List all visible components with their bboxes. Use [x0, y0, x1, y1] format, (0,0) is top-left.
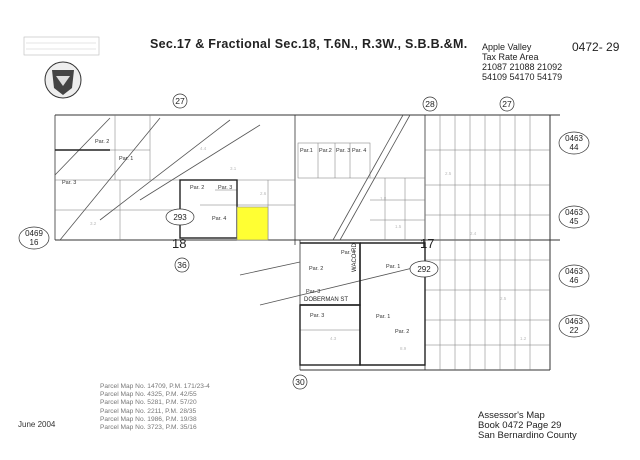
- oval-labels: [18, 131, 590, 338]
- circle-labels: [172, 93, 515, 390]
- svg-text:4.3: 4.3: [330, 336, 337, 341]
- svg-text:1.8: 1.8: [380, 196, 387, 201]
- parcel-label: Par. 4: [212, 216, 226, 222]
- circle-label-27b: 27: [502, 99, 512, 109]
- parcel-label: Par. 2: [309, 266, 323, 272]
- street-waco: WACO RD: [352, 243, 358, 272]
- parcel-label: Par.1: [300, 148, 313, 154]
- note-line: Parcel Map No. 14709, P.M. 171/23-4: [100, 383, 210, 390]
- oval-292[interactable]: 292: [417, 265, 431, 274]
- tax-rate-box: Apple Valley Tax Rate Area 21087 21088 2…: [482, 42, 562, 82]
- oval-0463-46[interactable]: 0463: [565, 267, 583, 276]
- tax-line: Apple Valley: [482, 42, 532, 52]
- oval-0463-45-sub: 45: [570, 217, 579, 226]
- tax-line: Tax Rate Area: [482, 52, 539, 62]
- oval-0463-22[interactable]: 0463: [565, 317, 583, 326]
- svg-text:4.4: 4.4: [200, 146, 207, 151]
- circle-label-36: 36: [177, 260, 187, 270]
- oval-293[interactable]: 293: [173, 213, 187, 222]
- diagonal-roads: [54, 114, 426, 306]
- page-id: 0472- 29: [572, 40, 620, 54]
- note-line: Parcel Map No. 3723, P.M. 35/16: [100, 424, 197, 432]
- oval-0463-44[interactable]: 0463: [565, 134, 583, 143]
- oval-0463-22-sub: 22: [570, 326, 579, 335]
- oval-0463-45[interactable]: 0463: [565, 208, 583, 217]
- parcel-label: Par. 3: [336, 148, 350, 154]
- oval-0469-sub: 16: [30, 238, 39, 247]
- svg-text:1.2: 1.2: [520, 336, 527, 341]
- svg-text:1.5: 1.5: [395, 224, 402, 229]
- parcel-label: Par. 1: [386, 264, 400, 270]
- parcel-label: Par. 2: [190, 185, 204, 191]
- circle-label-30: 30: [295, 377, 305, 387]
- tax-line: 54109 54170 54179: [482, 72, 563, 82]
- parcel-label: Par. 3: [218, 185, 232, 191]
- parcel-label: Par. 2: [95, 139, 109, 145]
- svg-text:2.6: 2.6: [260, 191, 267, 196]
- svg-text:3.2: 3.2: [90, 221, 97, 226]
- assessor-line: Assessor's Map: [478, 410, 545, 421]
- parcel-label: Par.2: [319, 148, 332, 154]
- assessor-line: Book 0472 Page 29: [478, 420, 562, 431]
- stamp-box: [23, 36, 100, 56]
- note-line: Parcel Map No. 5281, P.M. 57/20: [100, 399, 197, 407]
- parcel-label: Par. 1: [119, 156, 133, 162]
- note-line: Parcel Map No. 4325, P.M. 42/55: [100, 391, 197, 399]
- faint-parcel-numbers: 4.4 3.1 2.6 1.8 1.5 2.5 2.4 2.5 1.2 4.3 8.9 3.2: [90, 146, 527, 351]
- assessor-line: San Bernardino County: [478, 430, 577, 441]
- oval-0463-44-sub: 44: [570, 143, 579, 152]
- note-line: Parcel Map No. 2211, P.M. 28/35: [100, 407, 197, 415]
- section-number-18: 18: [172, 236, 186, 251]
- oval-0463-46-sub: 46: [570, 276, 579, 285]
- map-date: June 2004: [18, 420, 56, 429]
- parcel-label: Par. 2: [395, 329, 409, 335]
- section-number-17: 17: [420, 236, 434, 251]
- svg-text:2.4: 2.4: [470, 231, 477, 236]
- circle-label-28: 28: [425, 99, 435, 109]
- note-line: Parcel Map No. 1986, P.M. 19/38: [100, 415, 197, 423]
- circle-label-27a: 27: [175, 96, 185, 106]
- parcel-map-notes: Parcel Map No. 14709, P.M. 171/23-4 Parc…: [100, 383, 210, 432]
- svg-text:3.1: 3.1: [230, 166, 237, 171]
- tax-line: 21087 21088 21092: [482, 62, 563, 72]
- highlighted-parcel[interactable]: [236, 206, 269, 241]
- county-seal: [44, 61, 82, 99]
- svg-text:2.5: 2.5: [500, 296, 507, 301]
- oval-0469-top[interactable]: 0469: [25, 229, 43, 238]
- map-title: Sec.17 & Fractional Sec.18, T.6N., R.3W.…: [150, 37, 468, 51]
- parcel-label: Par. 3: [62, 180, 76, 186]
- svg-text:2.5: 2.5: [445, 171, 452, 176]
- assessor-block: Assessor's Map Book 0472 Page 29 San Ber…: [478, 411, 577, 441]
- parcel-label: Par. 4: [341, 250, 355, 256]
- svg-text:8.9: 8.9: [400, 346, 407, 351]
- parcel-label: Par. 1: [376, 314, 390, 320]
- parcel-label: Par. 4: [352, 148, 366, 154]
- parcel-label: Par. 3: [306, 289, 320, 295]
- parcel-label: Par. 3: [310, 313, 324, 319]
- bold-outlines: [55, 149, 426, 366]
- street-doberman: DOBERMAN ST: [304, 297, 348, 303]
